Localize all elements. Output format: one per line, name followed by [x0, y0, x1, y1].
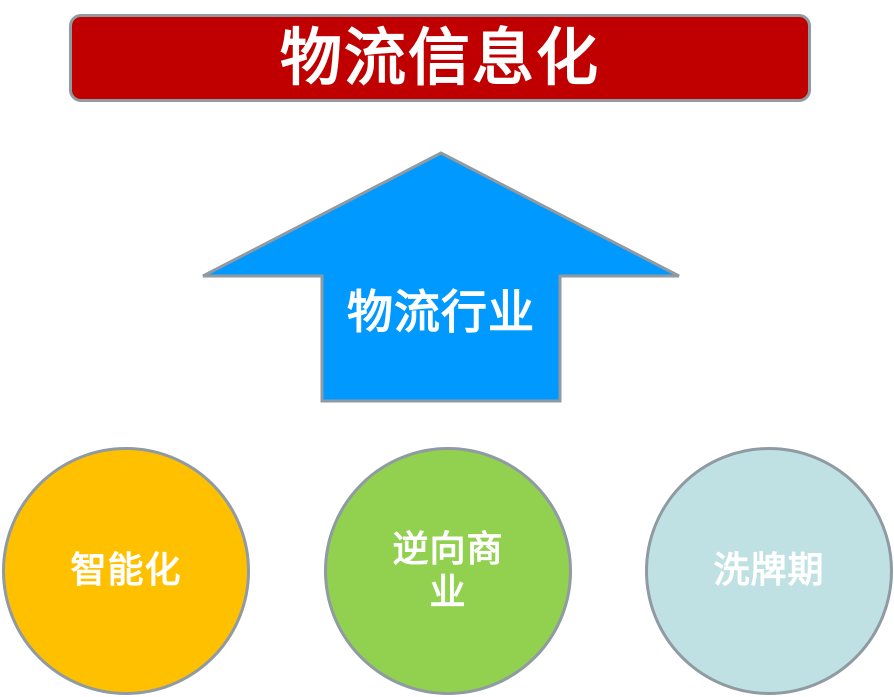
title-banner: 物流信息化 — [69, 14, 811, 102]
circle-label-intelligent: 智能化 — [70, 550, 182, 592]
circle-reverse-commerce: 逆向商业 — [324, 447, 572, 695]
circle-label-reshuffle: 洗牌期 — [713, 550, 825, 592]
banner-title: 物流信息化 — [279, 21, 600, 94]
up-arrow-icon — [202, 151, 680, 403]
circle-label-reverse-commerce: 逆向商业 — [392, 528, 504, 613]
circle-intelligent: 智能化 — [2, 447, 250, 695]
arrow-label: 物流行业 — [347, 285, 535, 339]
circle-reshuffle: 洗牌期 — [645, 447, 893, 695]
